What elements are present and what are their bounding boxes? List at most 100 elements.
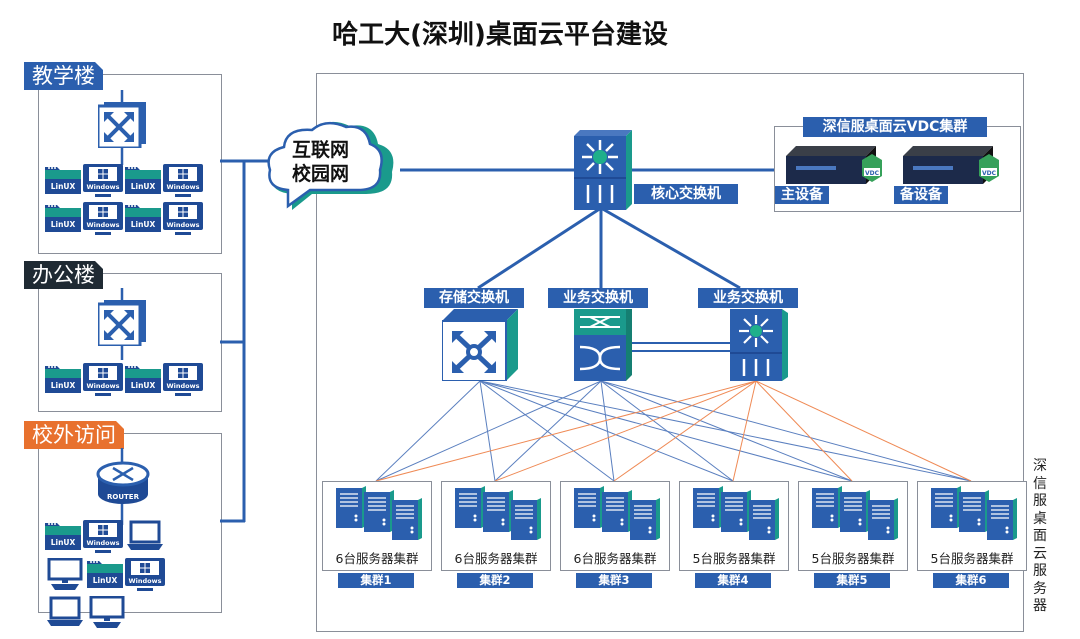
link-switch2-cluster4: [600, 380, 734, 482]
cluster-box-3: 6台服务器集群: [560, 481, 670, 571]
windows-terminal-icon: Windows: [125, 558, 165, 592]
business-switch-1-icon: [574, 309, 632, 385]
building-label-teaching: 教学楼: [24, 62, 103, 90]
windows-terminal-icon: Windows: [83, 520, 123, 554]
link-switch2-cluster5: [600, 380, 853, 482]
office-switch-icon: [96, 300, 146, 350]
svg-text:Windows: Windows: [166, 382, 199, 390]
link-switch3-cluster6: [755, 380, 972, 482]
svg-text:Windows: Windows: [166, 221, 199, 229]
vdc-primary-label: 主设备: [775, 186, 829, 204]
link-switch1-cluster1: [375, 380, 481, 482]
vdc-badge-backup: VDC: [982, 170, 997, 177]
link-switch1-cluster5: [479, 380, 853, 482]
cloud-icon: 互联网 校园网: [262, 114, 402, 214]
link-switch2-cluster6: [600, 380, 972, 482]
office-devices: LinUX Windows LinUX Windows: [45, 361, 205, 399]
router-icon: ROUTER: [96, 458, 150, 512]
cloud-label-campus: 校园网: [292, 163, 350, 185]
datacenter-frame: [316, 73, 1024, 632]
linux-terminal-icon: LinUX: [125, 164, 161, 198]
linux-terminal-icon: LinUX: [87, 558, 123, 592]
svg-text:LinUX: LinUX: [51, 220, 76, 229]
svg-text:LinUX: LinUX: [51, 381, 76, 390]
cluster-box-4: 5台服务器集群: [679, 481, 789, 571]
cluster-tag-6: 集群6: [933, 573, 1009, 588]
linux-terminal-icon: LinUX: [125, 202, 161, 236]
cluster-tag-1: 集群1: [338, 573, 414, 588]
server-cluster-icon: [927, 484, 1017, 548]
svg-text:Windows: Windows: [86, 221, 119, 229]
link-switch2-cluster2: [494, 380, 602, 482]
svg-text:LinUX: LinUX: [51, 538, 76, 547]
vdc-badge-primary: VDC: [865, 170, 880, 177]
svg-text:LinUX: LinUX: [51, 182, 76, 191]
building-label-external: 校外访问: [24, 421, 124, 449]
vdc-backup-label: 备设备: [894, 186, 948, 204]
router-label: ROUTER: [107, 493, 140, 501]
linux-terminal-icon: LinUX: [45, 363, 81, 397]
svg-text:LinUX: LinUX: [131, 220, 156, 229]
link-switch3-cluster2: [494, 380, 757, 482]
windows-terminal-icon: Windows: [163, 363, 203, 397]
core-switch-label: 核心交换机: [634, 184, 738, 204]
server-cluster-icon: [808, 484, 898, 548]
link-switch1-cluster3: [479, 380, 615, 482]
business-switch-2-icon: [730, 309, 788, 385]
business-switch-1-label: 业务交换机: [548, 288, 648, 308]
cluster-description: 6台服务器集群: [335, 551, 419, 566]
svg-text:LinUX: LinUX: [131, 182, 156, 191]
link-core-biz2: [600, 206, 741, 290]
side-label: 深信服桌面云服务器: [1033, 458, 1047, 614]
laptop-icon: [125, 520, 165, 554]
server-cluster-icon: [570, 484, 660, 548]
linux-terminal-icon: LinUX: [45, 202, 81, 236]
cluster-description: 5台服务器集群: [930, 551, 1014, 566]
storage-switch-icon: [441, 309, 518, 385]
windows-terminal-icon: Windows: [83, 363, 123, 397]
windows-terminal-icon: Windows: [83, 164, 123, 198]
link-switch2-cluster1: [375, 380, 602, 482]
link-switch1-cluster4: [479, 380, 734, 482]
cluster-box-1: 6台服务器集群: [322, 481, 432, 571]
link-switch3-cluster4: [732, 380, 757, 482]
cloud-label-internet: 互联网: [292, 139, 350, 161]
vdc-cluster-title: 深信服桌面云VDC集群: [803, 117, 987, 137]
svg-text:Windows: Windows: [86, 539, 119, 547]
cluster-tag-5: 集群5: [814, 573, 890, 588]
cluster-tag-3: 集群3: [576, 573, 652, 588]
linux-terminal-icon: LinUX: [45, 164, 81, 198]
cluster-box-2: 6台服务器集群: [441, 481, 551, 571]
cluster-tag-2: 集群2: [457, 573, 533, 588]
cluster-tag-4: 集群4: [695, 573, 771, 588]
teaching-switch-icon: [96, 102, 146, 152]
svg-text:LinUX: LinUX: [131, 381, 156, 390]
svg-text:Windows: Windows: [86, 382, 119, 390]
cluster-description: 6台服务器集群: [573, 551, 657, 566]
link-core-storage: [477, 206, 602, 290]
server-cluster-icon: [689, 484, 779, 548]
laptop-icon: [45, 596, 85, 630]
building-label-office: 办公楼: [24, 261, 103, 289]
cluster-description: 5台服务器集群: [811, 551, 895, 566]
vdc-primary-device-icon: [786, 146, 886, 192]
svg-text:Windows: Windows: [86, 183, 119, 191]
cluster-description: 5台服务器集群: [692, 551, 776, 566]
link-switch3-cluster3: [613, 380, 757, 482]
svg-text:Windows: Windows: [128, 577, 161, 585]
vdc-backup-device-icon: [903, 146, 1003, 192]
link-switch2-cluster3: [600, 380, 615, 482]
linux-terminal-icon: LinUX: [45, 520, 81, 554]
cluster-description: 6台服务器集群: [454, 551, 538, 566]
svg-text:LinUX: LinUX: [93, 576, 118, 585]
link-switch3-cluster5: [755, 380, 853, 482]
business-switch-2-label: 业务交换机: [698, 288, 798, 308]
cluster-box-6: 5台服务器集群: [917, 481, 1027, 571]
desktop-pc-icon: [87, 595, 127, 630]
cluster-box-5: 5台服务器集群: [798, 481, 908, 571]
server-cluster-icon: [332, 484, 422, 548]
windows-terminal-icon: Windows: [163, 202, 203, 236]
link-switch3-cluster1: [375, 380, 757, 482]
